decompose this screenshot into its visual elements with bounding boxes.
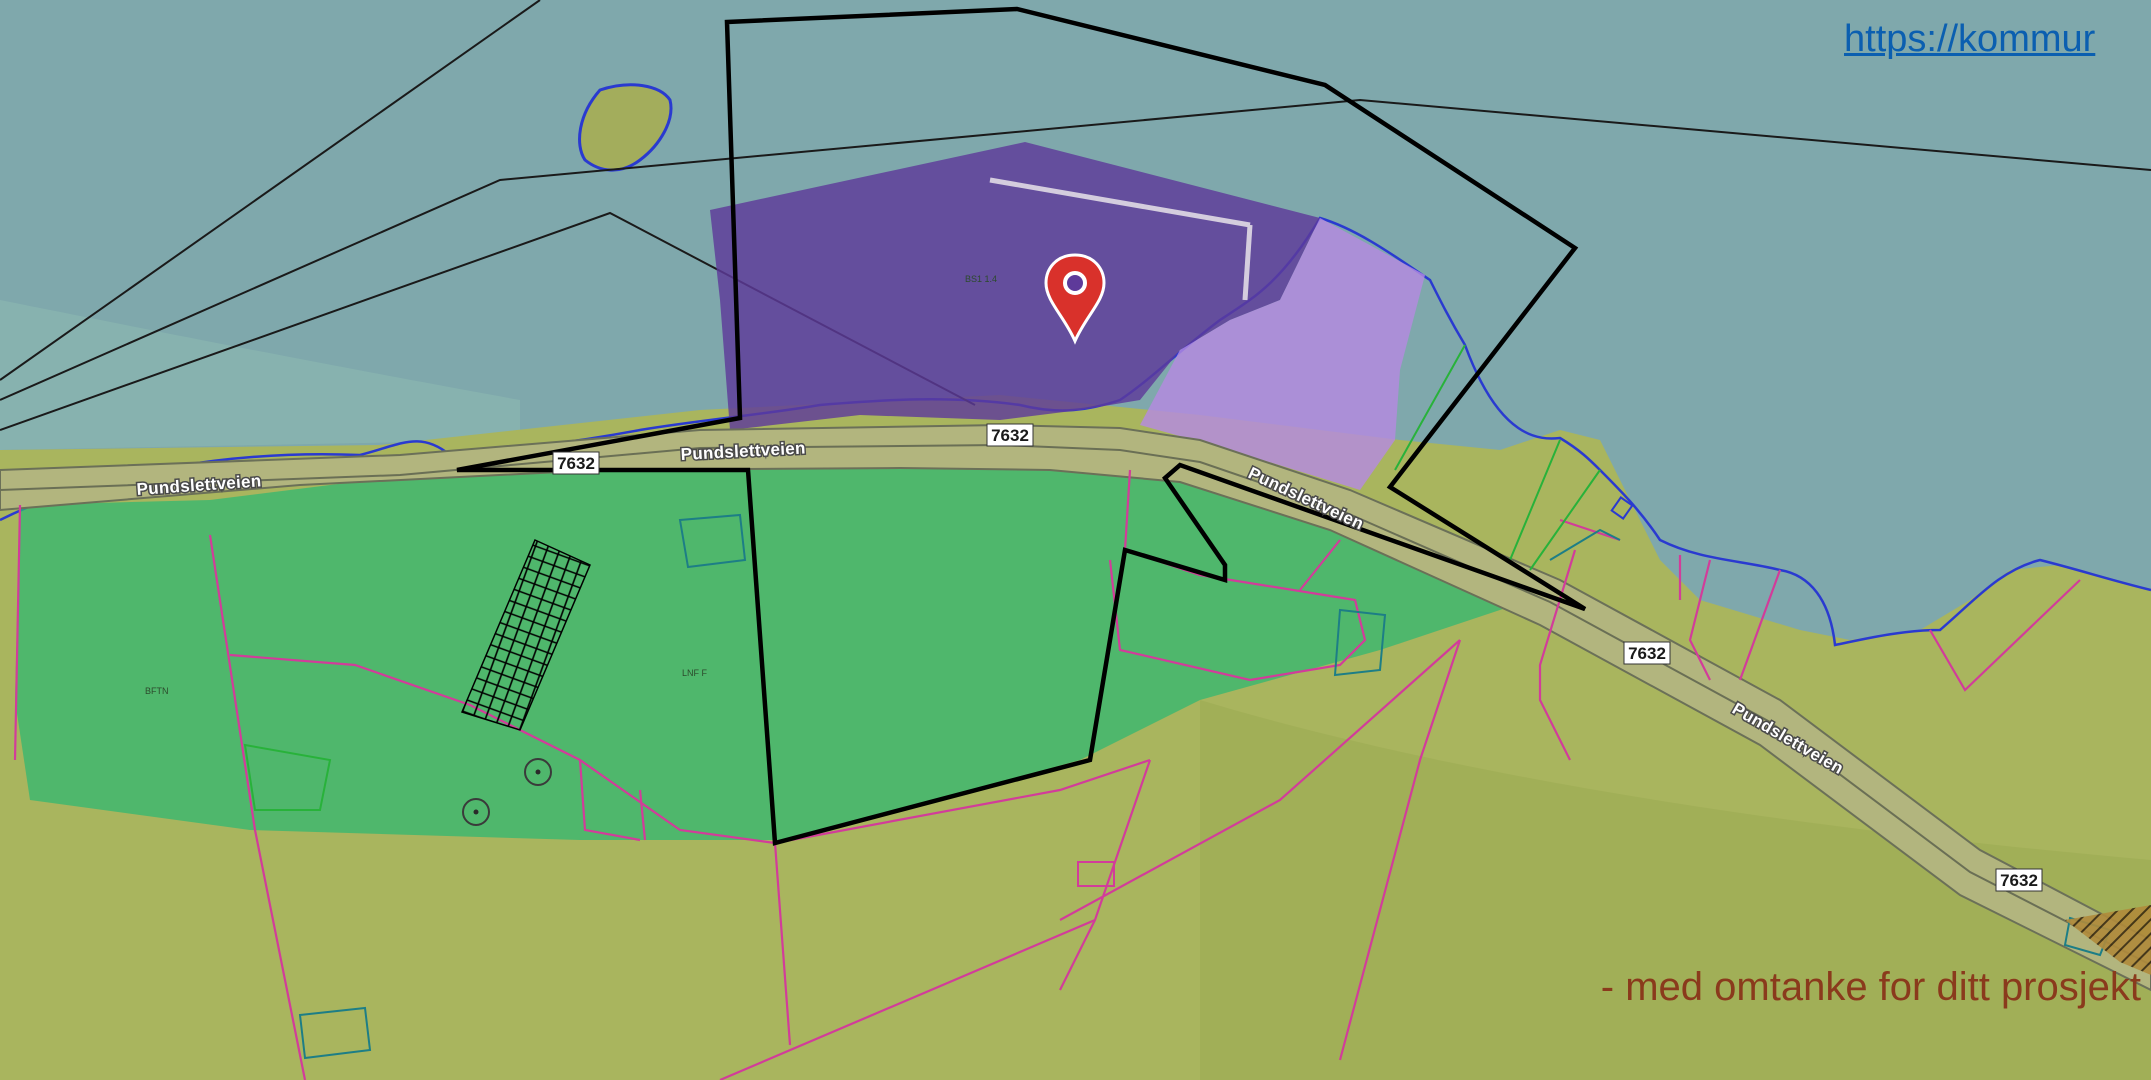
small-parcel-2 [1610,496,1634,520]
pier [989,177,1253,301]
green-lines [243,344,1601,811]
road-number-shield-3: 7632 [1623,641,1671,665]
green-zone [15,455,1530,840]
source-url-link[interactable]: https://kommur [1844,18,2096,60]
road-centerline [0,443,2151,966]
teal-parcels [298,513,2112,1060]
island [578,83,673,172]
land-texture [1200,700,2151,1080]
crosshatch-area [460,538,591,731]
point-symbol [524,758,552,786]
tagline-text: - med omtanke for ditt prosjekt [1600,965,2141,1009]
shallow-water [0,300,520,450]
plan-boundary [456,6,1587,846]
zone-code-forest: LNF F [682,668,708,678]
road-number-shield-4: 7632 [1995,868,2043,892]
road-number-text-2: 7632 [991,426,1029,445]
purple-harbour-zone [710,142,1320,430]
striped-area [2065,905,2151,975]
point-dot [535,769,541,775]
zone-code-harbour: BS1 1.4 [965,274,997,284]
small-parcel [1077,861,1115,887]
road-number-text-4: 7632 [2000,871,2038,890]
road-number-shield-2: 7632 [986,423,1034,447]
road-number-shield-1: 7632 [552,451,600,475]
point-dot-2 [473,809,479,815]
zone-code-bolig: BFTN [145,686,169,696]
map-pin-icon[interactable] [1044,253,1106,345]
light-purple-zone [1140,218,1425,490]
point-symbol-2 [462,798,490,826]
road-number-text-1: 7632 [557,454,595,473]
road-number-text-3: 7632 [1628,644,1666,663]
